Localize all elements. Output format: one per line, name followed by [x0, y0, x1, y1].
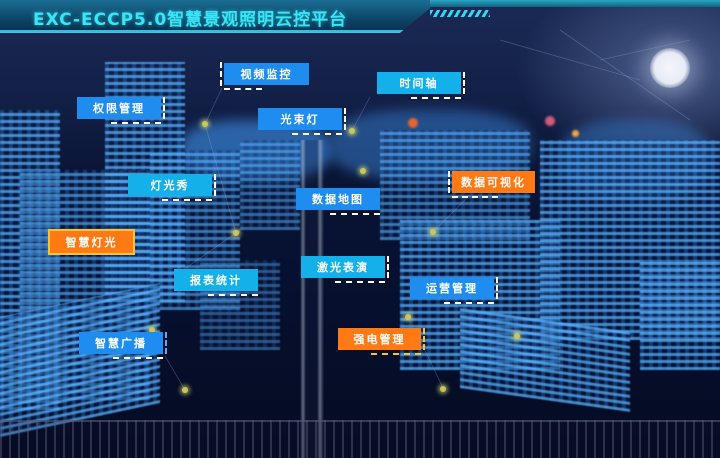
module-label: 报表统计 [190, 274, 242, 287]
module-label: 智慧灯光 [65, 236, 118, 249]
header: EXC-ECCP5.0智慧景观照明云控平台 [0, 0, 720, 34]
module-report-statistics[interactable]: 报表统计 [174, 269, 258, 296]
module-label: 智慧广播 [95, 337, 147, 350]
header-stripe-decoration [430, 10, 490, 17]
module-label: 运营管理 [426, 282, 478, 295]
module-data-map[interactable]: 数据地图 [296, 188, 380, 215]
module-high-voltage-management[interactable]: 强电管理 [338, 328, 425, 355]
module-smart-lighting[interactable]: 智慧灯光 [48, 229, 135, 255]
module-label: 权限管理 [93, 102, 145, 115]
module-laser-show[interactable]: 激光表演 [301, 256, 389, 283]
module-label: 视频监控 [240, 68, 293, 81]
module-smart-broadcast[interactable]: 智慧广播 [79, 332, 167, 359]
module-video-monitor[interactable]: 视频监控 [220, 61, 309, 90]
module-label: 灯光秀 [150, 179, 190, 192]
module-permission-management[interactable]: 权限管理 [77, 97, 165, 124]
module-beam-light[interactable]: 光束灯 [258, 108, 346, 135]
module-label: 数据地图 [312, 193, 364, 206]
page-title: EXC-ECCP5.0智慧景观照明云控平台 [33, 10, 348, 30]
module-label: 激光表演 [317, 261, 369, 274]
module-label: 强电管理 [353, 333, 406, 346]
module-label: 时间轴 [399, 77, 439, 90]
module-label: 数据可视化 [461, 176, 526, 189]
module-operations-management[interactable]: 运营管理 [410, 277, 498, 304]
fence [0, 420, 720, 458]
module-data-visualization[interactable]: 数据可视化 [448, 171, 535, 198]
header-title-plate [0, 0, 430, 33]
module-light-show[interactable]: 灯光秀 [128, 174, 216, 201]
module-timeline[interactable]: 时间轴 [377, 72, 465, 99]
moon [650, 48, 690, 88]
module-label: 光束灯 [280, 113, 320, 126]
